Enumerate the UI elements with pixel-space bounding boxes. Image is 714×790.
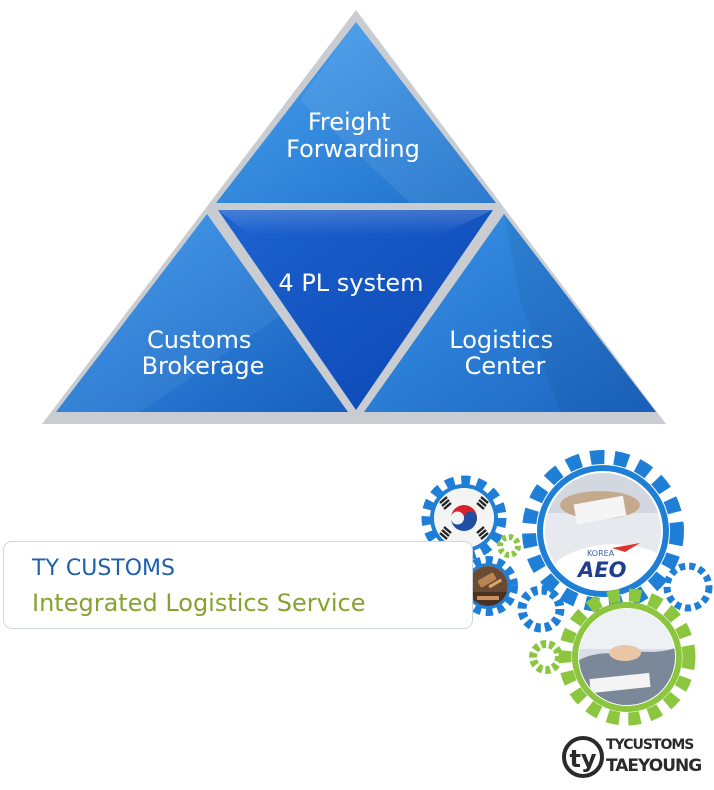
lower-green-gear [529, 640, 563, 674]
svg-text:KOREA: KOREA [587, 549, 615, 558]
service-banner: TY CUSTOMS Integrated Logistics Service [3, 541, 473, 629]
logo-text-line1: TYCUSTOMS [606, 737, 694, 753]
logo-text-line2: TAEYOUNG [606, 756, 702, 776]
banner-title: TY CUSTOMS [32, 556, 175, 581]
small-green-gear [497, 534, 521, 558]
korea-flag-icon [434, 488, 494, 548]
gavel-gear [458, 556, 518, 616]
medium-blue-gear [517, 585, 565, 633]
pyramid-right-segment: Logistics Center [364, 214, 656, 412]
svg-text:AEO: AEO [576, 558, 627, 582]
pyramid-center-segment: 4 PL system [218, 210, 493, 410]
gavel-icon [468, 566, 508, 606]
pyramid-right-label: Logistics Center [449, 326, 560, 380]
pyramid-center-label: 4 PL system [278, 269, 423, 297]
handshake-icon [579, 609, 675, 705]
banner-subtitle: Integrated Logistics Service [32, 589, 366, 617]
large-green-gear [558, 588, 696, 726]
korea-flag-gear [421, 475, 507, 561]
pyramid-top-label: Freight Forwarding [286, 108, 420, 163]
pyramid-diagram: Freight Forwarding Customs Brokerage Log… [42, 10, 666, 424]
company-logo-icon: ty [562, 736, 604, 778]
logo-mark: ty [569, 745, 596, 773]
ring-blue-gear [663, 562, 713, 612]
pyramid-left-label: Customs Brokerage [142, 326, 265, 380]
pyramid-top-segment: Freight Forwarding [216, 22, 496, 203]
large-blue-gear: KOREA AEO [522, 450, 684, 612]
pyramid-left-segment: Customs Brokerage [56, 214, 348, 412]
gear-cluster: KOREA AEO [421, 450, 713, 726]
